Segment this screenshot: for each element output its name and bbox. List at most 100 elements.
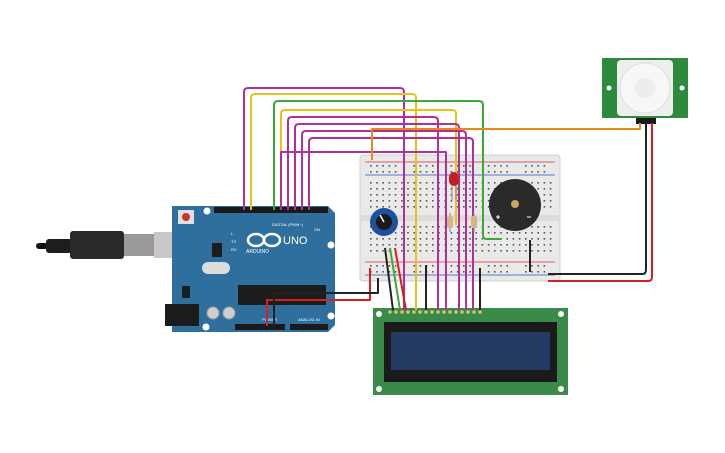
breadboard-hole bbox=[463, 200, 465, 202]
breadboard-hole bbox=[537, 182, 539, 184]
breadboard-hole bbox=[518, 250, 521, 252]
breadboard-hole bbox=[506, 232, 508, 234]
breadboard-hole bbox=[382, 265, 384, 267]
breadboard-hole bbox=[394, 194, 397, 196]
breadboard-hole bbox=[549, 250, 552, 252]
breadboard-hole bbox=[456, 250, 459, 252]
usb-cable-end bbox=[36, 243, 48, 249]
breadboard-hole bbox=[549, 206, 552, 208]
pir-sensor bbox=[602, 58, 688, 124]
breadboard-hole bbox=[475, 188, 477, 190]
lcd-pin bbox=[400, 310, 404, 314]
breadboard-hole bbox=[494, 226, 496, 228]
breadboard-hole bbox=[469, 182, 471, 184]
lcd-pin bbox=[418, 310, 422, 314]
breadboard-hole bbox=[370, 182, 372, 184]
pir-dome-center bbox=[635, 78, 655, 98]
breadboard-hole bbox=[419, 271, 422, 273]
breadboard-hole bbox=[456, 244, 459, 246]
power-header bbox=[235, 324, 285, 330]
breadboard-hole bbox=[537, 171, 539, 173]
mount-hole bbox=[203, 207, 211, 215]
breadboard-hole bbox=[450, 200, 453, 202]
breadboard-hole bbox=[425, 226, 428, 228]
breadboard-hole bbox=[518, 238, 521, 240]
breadboard-hole bbox=[463, 194, 465, 196]
breadboard-hole bbox=[487, 188, 490, 190]
breadboard-hole bbox=[543, 165, 546, 167]
breadboard-hole bbox=[475, 200, 477, 202]
mount-hole bbox=[376, 311, 382, 317]
breadboard-hole bbox=[382, 238, 384, 240]
breadboard-hole bbox=[456, 206, 459, 208]
breadboard-hole bbox=[531, 265, 533, 267]
lcd-pin bbox=[424, 310, 428, 314]
wire-5v bbox=[266, 268, 371, 326]
breadboard-hole bbox=[413, 232, 415, 234]
breadboard-hole bbox=[456, 271, 459, 273]
breadboard-hole bbox=[388, 200, 391, 202]
breadboard-hole bbox=[401, 232, 403, 234]
breadboard-hole bbox=[394, 271, 397, 273]
lcd-pin bbox=[454, 310, 458, 314]
breadboard-hole bbox=[450, 194, 453, 196]
breadboard-hole bbox=[382, 182, 384, 184]
breadboard-hole bbox=[370, 188, 372, 190]
breadboard-hole bbox=[549, 200, 552, 202]
breadboard-hole bbox=[537, 188, 539, 190]
breadboard-hole bbox=[450, 271, 453, 273]
breadboard-hole bbox=[543, 200, 546, 202]
breadboard-hole bbox=[543, 271, 546, 273]
breadboard-hole bbox=[456, 165, 459, 167]
breadboard-hole bbox=[419, 206, 422, 208]
breadboard-hole bbox=[425, 188, 428, 190]
breadboard-hole bbox=[543, 182, 546, 184]
breadboard-hole bbox=[376, 244, 378, 246]
mount-hole bbox=[327, 312, 335, 320]
rx-label: RX bbox=[231, 247, 237, 252]
breadboard-hole bbox=[475, 232, 477, 234]
breadboard-hole bbox=[394, 238, 397, 240]
breadboard-hole bbox=[512, 238, 515, 240]
breadboard-hole bbox=[419, 165, 422, 167]
usb-cable bbox=[36, 231, 172, 259]
mount-hole bbox=[202, 323, 210, 331]
breadboard-hole bbox=[543, 206, 546, 208]
breadboard-hole bbox=[376, 165, 378, 167]
breadboard-hole bbox=[382, 194, 384, 196]
breadboard-hole bbox=[487, 171, 490, 173]
breadboard-hole bbox=[407, 238, 409, 240]
buzzer-center bbox=[511, 200, 519, 208]
usb-plug-metal bbox=[124, 234, 154, 256]
breadboard-hole bbox=[512, 250, 515, 252]
breadboard-hole bbox=[376, 182, 378, 184]
breadboard-hole bbox=[531, 232, 533, 234]
breadboard-hole bbox=[494, 265, 496, 267]
breadboard-hole bbox=[401, 244, 403, 246]
breadboard-hole bbox=[388, 194, 391, 196]
breadboard-hole bbox=[419, 250, 422, 252]
breadboard-hole bbox=[506, 244, 508, 246]
breadboard-hole bbox=[419, 244, 422, 246]
breadboard-hole bbox=[376, 271, 378, 273]
breadboard-hole bbox=[370, 165, 372, 167]
breadboard-hole bbox=[419, 226, 422, 228]
breadboard-hole bbox=[518, 232, 521, 234]
breadboard-hole bbox=[463, 271, 465, 273]
breadboard-hole bbox=[425, 238, 428, 240]
wire-lcd-d7 bbox=[308, 137, 474, 310]
breadboard-hole bbox=[401, 188, 403, 190]
reset-button bbox=[182, 213, 190, 221]
breadboard-hole bbox=[388, 206, 391, 208]
breadboard-hole bbox=[463, 165, 465, 167]
breadboard-hole bbox=[413, 244, 415, 246]
breadboard-hole bbox=[370, 226, 372, 228]
breadboard-hole bbox=[549, 232, 552, 234]
piezo-buzzer bbox=[489, 179, 541, 231]
breadboard-hole bbox=[425, 171, 428, 173]
breadboard-hole bbox=[543, 265, 546, 267]
lcd-pins bbox=[388, 310, 482, 314]
breadboard-hole bbox=[537, 265, 539, 267]
usb-chip bbox=[212, 243, 222, 257]
breadboard-hole bbox=[487, 200, 490, 202]
